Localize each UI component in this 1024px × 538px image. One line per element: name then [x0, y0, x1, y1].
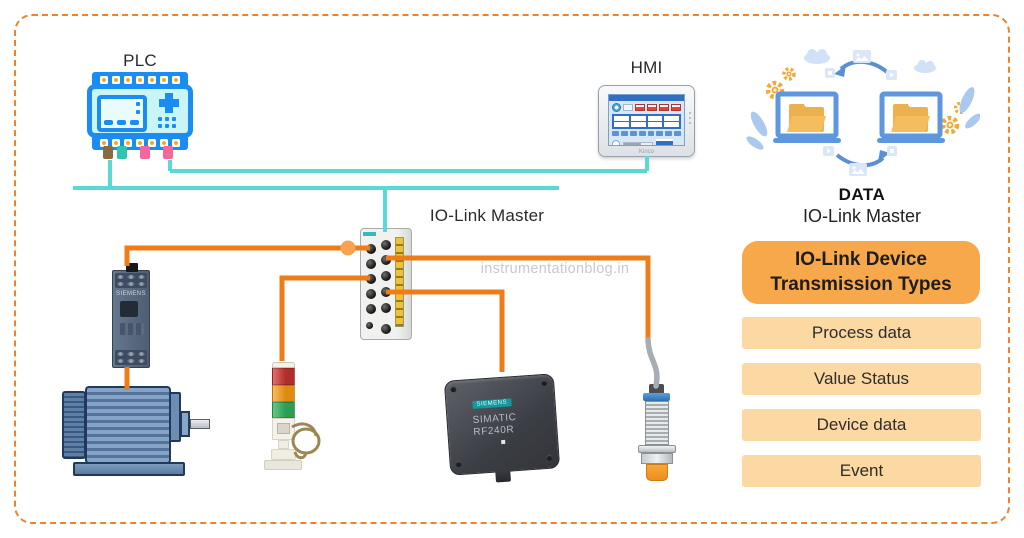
- bus-line-plc-to-master: [73, 160, 559, 232]
- relay-device: SIEMENS: [112, 263, 150, 368]
- hmi-side-buttons: [689, 112, 691, 124]
- relay-dip-switches: [120, 323, 144, 335]
- hmi-device-icon: Kinco: [598, 85, 695, 157]
- hmi-gauge-icon: [612, 103, 621, 112]
- leaf-decoration: [746, 87, 980, 150]
- io-link-master-label: IO-Link Master: [429, 206, 545, 225]
- wire-junction-dot: [340, 240, 356, 256]
- signal-tower-device: [264, 362, 320, 472]
- data-block-subtitle: IO-Link Master: [802, 206, 922, 226]
- sensor-cable: [645, 337, 660, 389]
- laptop-folder-icon: [877, 91, 945, 143]
- motor-device: [62, 386, 210, 478]
- data-block-title: DATA: [838, 185, 886, 204]
- plc-device-icon: [87, 72, 193, 159]
- hmi-label: HMI: [630, 58, 663, 77]
- dashed-border-frame: [14, 14, 1010, 524]
- wire-master-to-rfid: [386, 289, 505, 372]
- tower-base: [264, 460, 302, 470]
- wire-master-to-relay: [124, 245, 370, 266]
- relay-cable-connector: [126, 263, 138, 272]
- plc-display: [97, 95, 147, 132]
- relay-display: [120, 301, 138, 317]
- transmission-type-process-data: Process data: [742, 317, 981, 349]
- plc-terminal-strip-top: [92, 72, 188, 87]
- media-icons: [823, 50, 897, 176]
- transmission-type-device-data: Device data: [742, 409, 981, 441]
- relay-brand-text: SIEMENS: [116, 291, 146, 297]
- sensor-threaded-body: [645, 401, 669, 445]
- tower-cable-coil: [291, 427, 321, 455]
- plc-label: PLC: [123, 51, 157, 70]
- data-transfer-illustration: [746, 49, 980, 176]
- proximity-sensor-device: [638, 384, 676, 482]
- watermark-text: instrumentationblog.in: [480, 261, 630, 277]
- hmi-brand-text: Kinco: [638, 149, 654, 155]
- bus-line-plc-to-hmi: [168, 156, 649, 173]
- sensor-sensing-tip: [646, 464, 668, 481]
- sensor-hex-nut: [641, 453, 673, 464]
- plc-terminal-brown: [103, 146, 113, 159]
- wire-master-to-sensor: [386, 255, 651, 342]
- tower-red-light: [272, 368, 295, 385]
- plc-terminal-pink-2: [163, 146, 173, 159]
- cloud-icon: [804, 49, 936, 73]
- master-brand-chip: [363, 232, 376, 236]
- hmi-screen: [608, 94, 685, 146]
- plc-terminal-green: [117, 146, 127, 159]
- transmission-type-event: Event: [742, 455, 981, 487]
- laptop-folder-icon: [773, 91, 841, 143]
- plc-body: [87, 84, 193, 138]
- motor-shaft: [190, 419, 210, 429]
- plc-terminal-pink-1: [140, 146, 150, 159]
- tower-green-light: [272, 402, 295, 418]
- wire-master-to-signal-tower: [279, 275, 370, 361]
- tower-amber-light: [272, 385, 295, 402]
- transmission-types-header: IO-Link Device Transmission Types: [742, 241, 980, 304]
- master-terminal-strip: [395, 237, 404, 327]
- transmission-type-value-status: Value Status: [742, 363, 981, 395]
